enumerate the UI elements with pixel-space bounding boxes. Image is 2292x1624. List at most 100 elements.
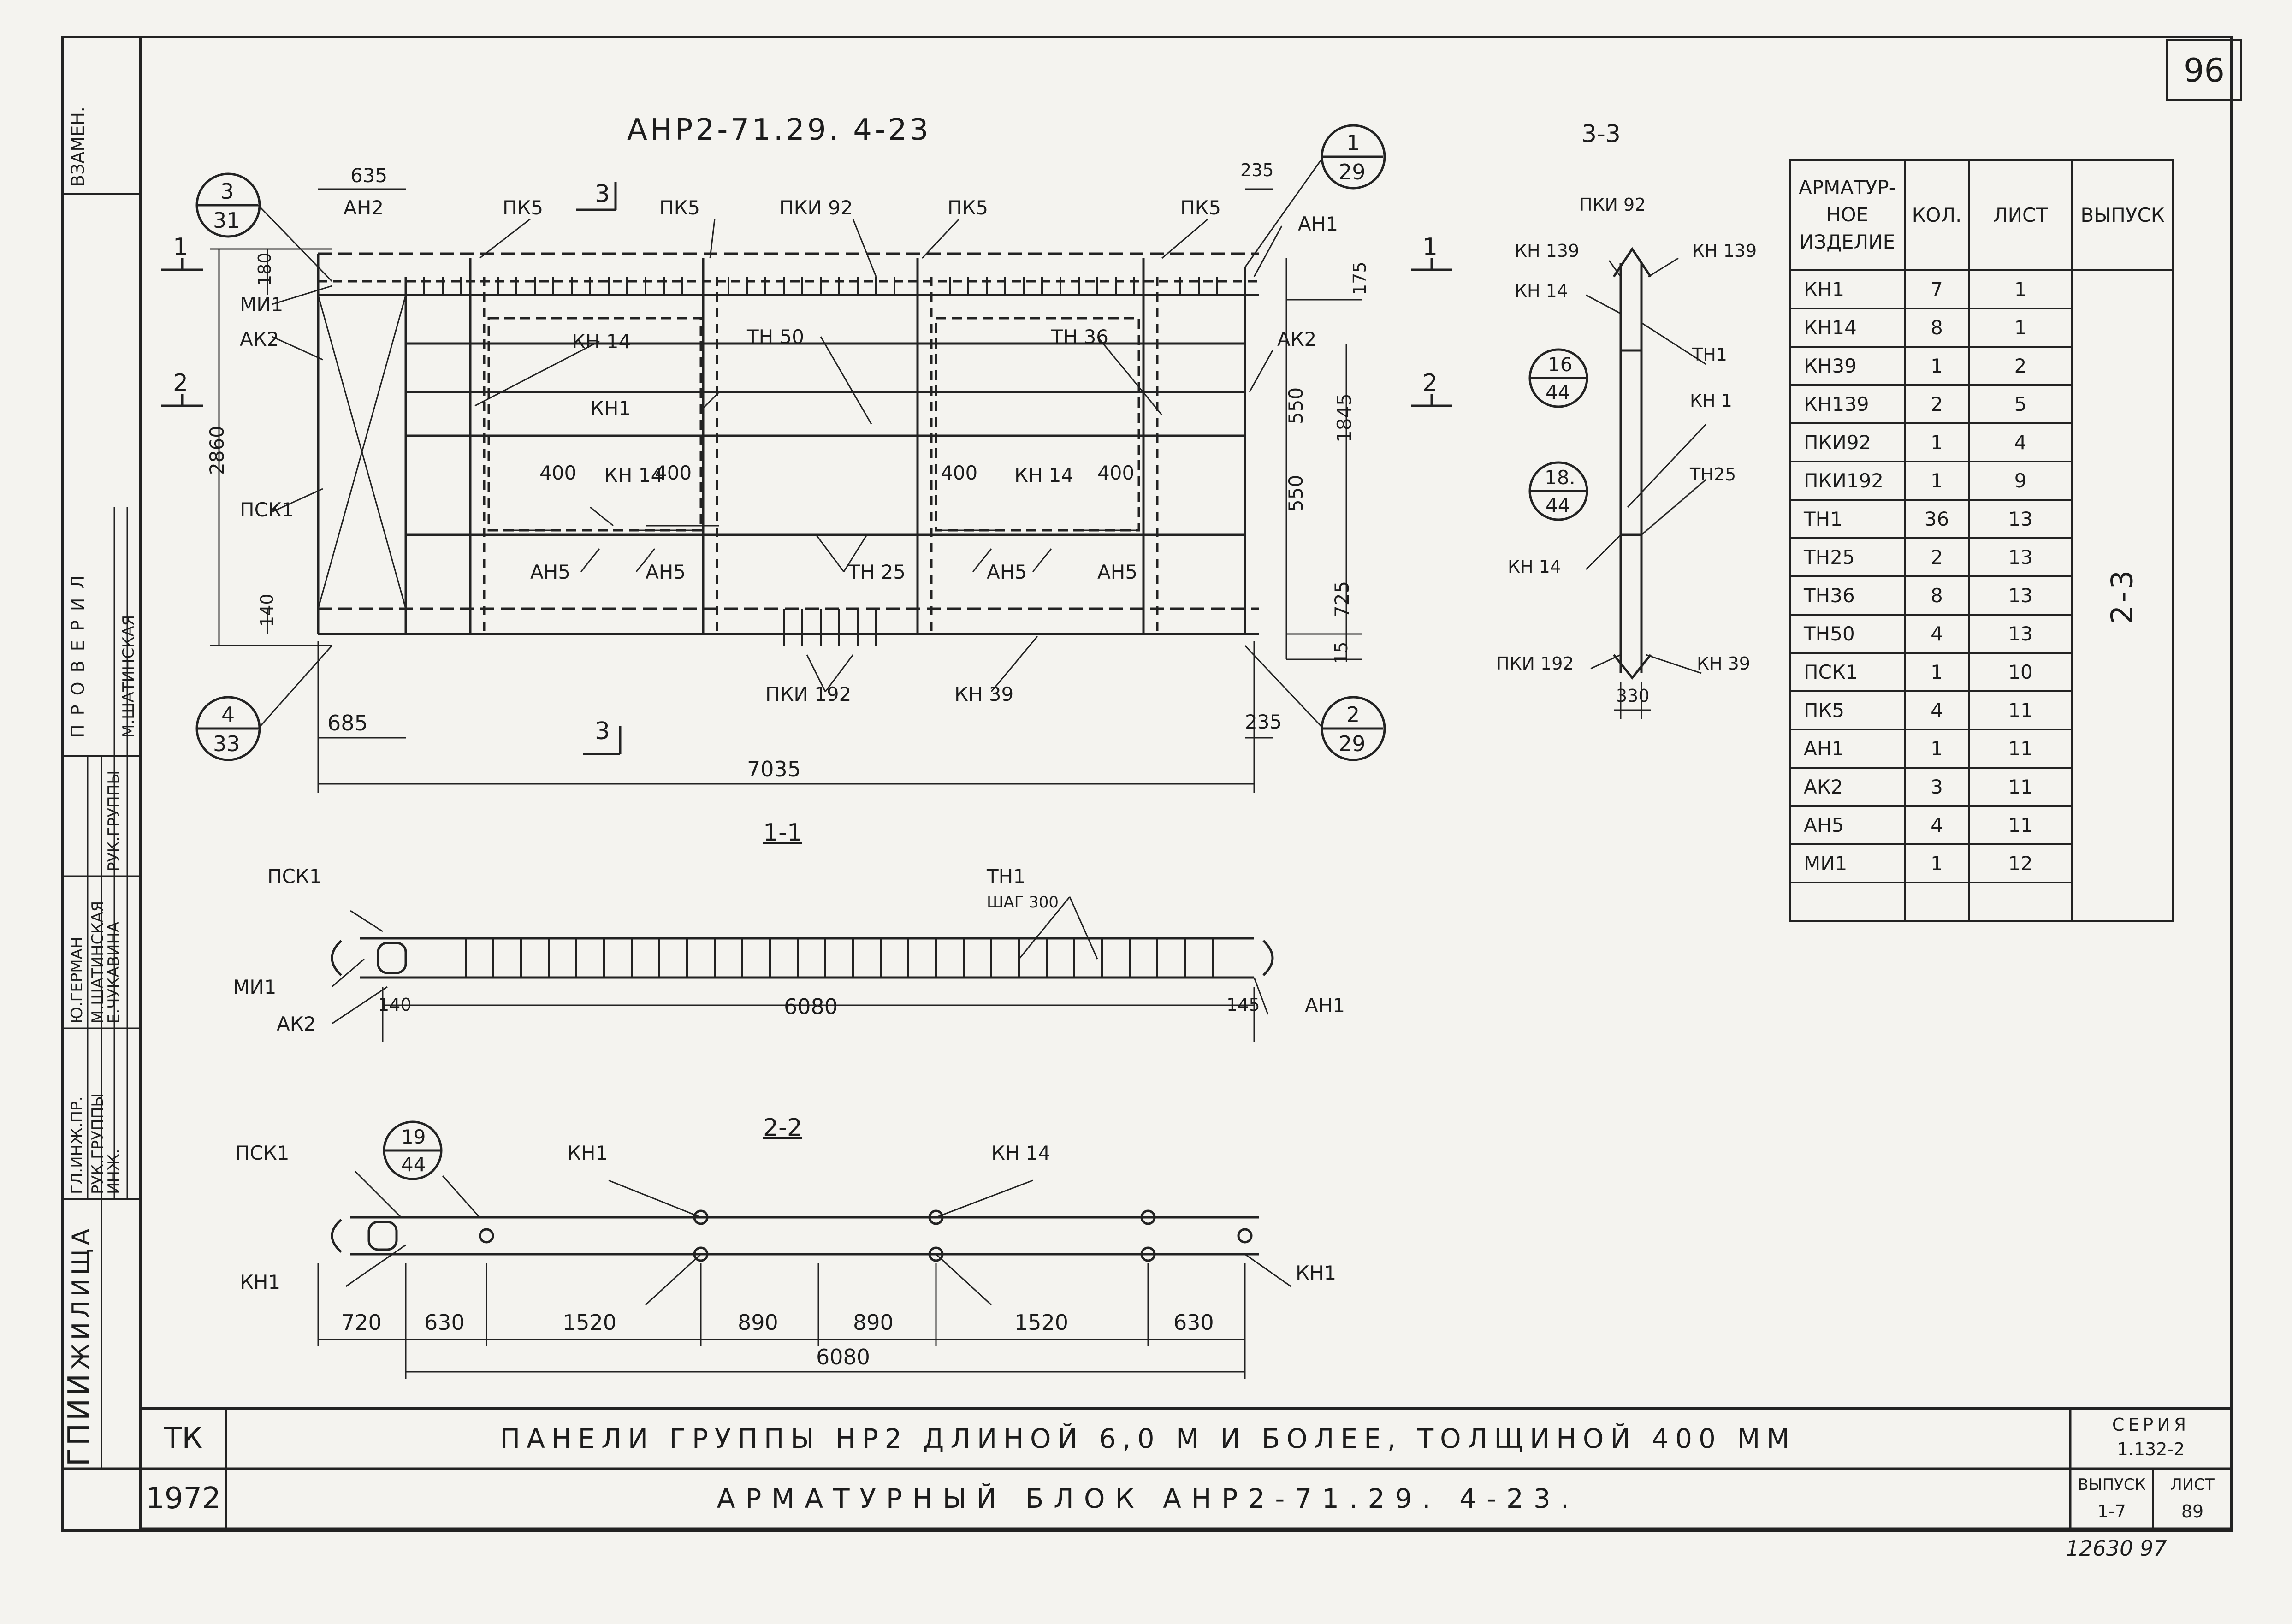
- dim-685: 685: [327, 711, 368, 735]
- section-mark-1-left: 1: [173, 233, 189, 261]
- callout-4-33-top: 4: [221, 702, 235, 727]
- label-mi1: МИ1: [240, 293, 284, 316]
- s22-dim-1520-b: 1520: [1014, 1310, 1069, 1335]
- bom-cell-qty: 1: [1904, 422, 1970, 462]
- bom-cell-sheet: 9: [1968, 461, 2073, 501]
- title-block-year: 1972: [146, 1482, 221, 1516]
- s33-label-pki92: ПКИ 92: [1579, 195, 1646, 215]
- stamp-org: ГПИИ: [62, 1371, 96, 1466]
- bom-cell-qty: 2: [1904, 384, 1970, 424]
- s33-label-kn14-top: КН 14: [1515, 281, 1568, 301]
- bom-cell-qty: 7: [1904, 269, 1970, 309]
- stamp-zhilishcha: ЖИЛИЩА: [67, 1225, 95, 1369]
- label-kn14-b: КН 14: [604, 464, 663, 486]
- dim-400-c: 400: [941, 462, 978, 484]
- label-psk1: ПСК1: [240, 498, 294, 521]
- callout-2-29-top: 2: [1346, 702, 1360, 727]
- s33-label-kn139-left: КН 139: [1515, 241, 1580, 261]
- bom-cell-item: ПКИ192: [1789, 461, 1906, 501]
- stamp-e-chukavina: Е.ЧУКАВИНА: [105, 921, 123, 1024]
- title-block-list-label: ЛИСТ: [2170, 1476, 2215, 1494]
- bom-cell-sheet: 2: [1968, 346, 2073, 386]
- bom-issue-value: 2-3: [2105, 567, 2140, 624]
- bom-cell-item: ТН1: [1789, 499, 1906, 539]
- stamp-m-shatinskaya-2: М.ШАТИНСКАЯ: [89, 901, 107, 1024]
- bom-cell-sheet: 13: [1968, 499, 2073, 539]
- s22-dim-630-b: 630: [1173, 1310, 1214, 1335]
- section-3-3-title: 3-3: [1581, 120, 1621, 148]
- bom-cell-item: [1789, 882, 1906, 922]
- s22-label-kn1-top: КН1: [567, 1142, 608, 1164]
- bom-cell-sheet: 13: [1968, 575, 2073, 616]
- dim-235-top: 235: [1240, 160, 1274, 180]
- label-kn39: КН 39: [954, 683, 1014, 705]
- callout-18-44-bottom: 44: [1546, 494, 1570, 516]
- sheet-number: 96: [2166, 39, 2242, 101]
- bom-cell-item: КН14: [1789, 308, 1906, 348]
- s22-dim-720: 720: [341, 1310, 382, 1335]
- label-an5-d: АН5: [1097, 561, 1138, 583]
- s22-label-kn1-right: КН1: [1296, 1262, 1337, 1284]
- s33-label-kn139-right: КН 139: [1692, 241, 1757, 261]
- bom-cell-sheet: 11: [1968, 690, 2073, 730]
- dim-550-a: 550: [1285, 387, 1307, 424]
- bom-cell-sheet: 12: [1968, 843, 2073, 883]
- callout-18-44-top: 18.: [1545, 466, 1575, 489]
- s11-label-step: ШАГ 300: [987, 893, 1059, 912]
- bom-cell-sheet: 4: [1968, 422, 2073, 462]
- bom-cell-qty: 1: [1904, 461, 1970, 501]
- label-an5-a: АН5: [530, 561, 571, 583]
- bom-cell-qty: 1: [1904, 843, 1970, 883]
- dim-725: 725: [1331, 581, 1353, 618]
- title-block-title-2: АРМАТУРНЫЙ БЛОК АНР2-71.29. 4-23.: [717, 1483, 1580, 1514]
- dim-2860: 2860: [206, 426, 228, 475]
- dim-550-b: 550: [1285, 474, 1307, 512]
- section-mark-3-bottom: 3: [595, 717, 610, 745]
- label-pki192: ПКИ 192: [765, 683, 852, 705]
- s11-label-ak2: АК2: [277, 1013, 316, 1035]
- label-pki92: ПКИ 92: [779, 196, 853, 219]
- bom-cell-item: МИ1: [1789, 843, 1906, 883]
- s33-label-kn14-bottom: КН 14: [1508, 557, 1561, 577]
- callout-2-29-bottom: 29: [1338, 731, 1366, 756]
- s11-dim-140: 140: [378, 995, 412, 1015]
- bom-cell-item: ПК5: [1789, 690, 1906, 730]
- bom-cell-qty: [1904, 882, 1970, 922]
- dim-7035: 7035: [747, 757, 801, 782]
- callout-4-33-bottom: 33: [213, 731, 240, 756]
- bom-cell-qty: 4: [1904, 690, 1970, 730]
- bom-cell-sheet: [1968, 882, 2073, 922]
- dim-140-plan: 140: [257, 593, 277, 627]
- dim-180: 180: [255, 252, 275, 286]
- s11-label-mi1: МИ1: [233, 976, 277, 998]
- label-an5-c: АН5: [987, 561, 1027, 583]
- bom-cell-qty: 4: [1904, 614, 1970, 654]
- bom-cell-item: ПСК1: [1789, 652, 1906, 692]
- s11-dim-145: 145: [1226, 995, 1260, 1015]
- stamp-ruk-gruppy-1: РУК.ГРУППЫ: [89, 1093, 107, 1194]
- label-kn1: КН1: [590, 397, 631, 420]
- bom-cell-issue: 2-3: [2071, 269, 2174, 922]
- s33-label-pki192: ПКИ 192: [1496, 653, 1574, 674]
- bom-cell-item: КН39: [1789, 346, 1906, 386]
- section-mark-1-right: 1: [1422, 233, 1438, 261]
- title-block-list: 89: [2181, 1501, 2204, 1522]
- bom-cell-sheet: 11: [1968, 805, 2073, 845]
- s22-label-psk1: ПСК1: [235, 1142, 290, 1164]
- drawing-title: АНР2-71.29. 4-23: [627, 113, 931, 147]
- bom-header-qty: КОЛ.: [1904, 159, 1970, 271]
- title-block-seriya-label: СЕРИЯ: [2112, 1415, 2190, 1435]
- bom-cell-qty: 1: [1904, 652, 1970, 692]
- bom-header-item: АРМАТУР- НОЕ ИЗДЕЛИЕ: [1789, 159, 1906, 271]
- bom-cell-sheet: 11: [1968, 767, 2073, 807]
- bom-cell-item: КН139: [1789, 384, 1906, 424]
